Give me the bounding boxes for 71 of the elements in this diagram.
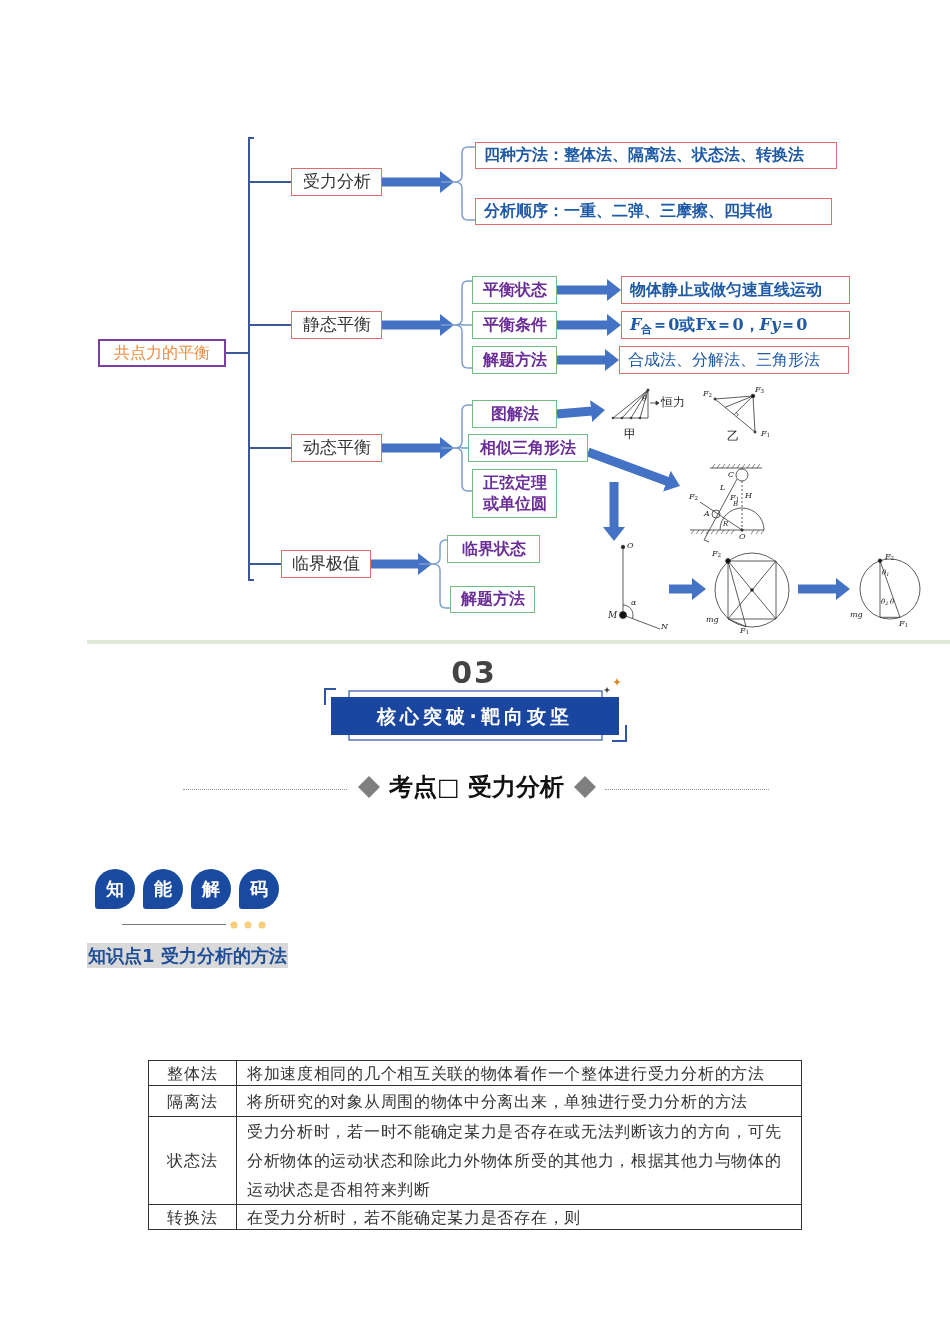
topic-box: 静态平衡 bbox=[291, 311, 382, 339]
figure-label: mg bbox=[850, 611, 863, 619]
bracket-connector bbox=[225, 137, 292, 581]
section-banner: 核心突破·靶向攻坚 bbox=[331, 697, 619, 735]
figure-label: θ bbox=[642, 395, 647, 403]
description-cell: 将所研究的对象从周围的物体中分离出来，单独进行受力分析的方法 bbox=[236, 1085, 802, 1117]
detail-box: 分析顺序：一重、二弹、三摩擦、四其他 bbox=[475, 198, 832, 225]
figure-label: L bbox=[720, 484, 726, 492]
section-heading: 考点□ 受力分析 bbox=[389, 772, 564, 802]
figure-label: F$_{3}$ bbox=[755, 386, 765, 394]
method-box: 正弦定理或单位圆 bbox=[472, 469, 557, 518]
description-cell: 将加速度相同的几个相互关联的物体看作一个整体进行受力分析的方法 bbox=[236, 1060, 802, 1086]
figure-label: 乙 bbox=[727, 430, 739, 442]
figure-label: M bbox=[608, 611, 618, 620]
detail-box: 四种方法：整体法、隔离法、状态法、转换法 bbox=[475, 142, 837, 169]
figure-label: F$_{2}$ bbox=[689, 493, 699, 501]
figure-label: 甲 bbox=[624, 428, 636, 440]
detail-box: 合成法、分解法、三角形法 bbox=[619, 346, 849, 374]
heading-badge: 码 bbox=[239, 869, 279, 909]
arrow bbox=[669, 578, 706, 600]
topic-box: 临界极值 bbox=[281, 550, 371, 578]
method-box: 图解法 bbox=[472, 400, 557, 428]
figure-label: F$_{1}$ bbox=[761, 430, 771, 438]
bracket-arrow bbox=[382, 404, 473, 492]
figure-label: F$_{2}$ bbox=[885, 553, 895, 561]
figure-label: O bbox=[627, 542, 634, 550]
method-box: 平衡条件 bbox=[472, 311, 557, 339]
bracket-arrow bbox=[382, 280, 473, 369]
figure-label: F$_{1}$ bbox=[730, 494, 740, 502]
figure-label: C bbox=[728, 471, 735, 479]
figure-label: α bbox=[631, 599, 637, 607]
method-name-cell: 转换法 bbox=[148, 1204, 237, 1230]
topic-box: 共点力的平衡 bbox=[98, 339, 226, 367]
arrow bbox=[556, 400, 605, 423]
arrow bbox=[557, 279, 621, 301]
figure-label: F$_{2}$ bbox=[703, 390, 713, 398]
figure-label: N bbox=[661, 623, 668, 631]
arrow bbox=[798, 578, 850, 600]
topic-box: 动态平衡 bbox=[291, 434, 382, 462]
section-number: 03 bbox=[451, 655, 497, 691]
bracket-arrow bbox=[382, 146, 476, 221]
method-box: 解题方法 bbox=[472, 346, 557, 374]
method-name-cell: 状态法 bbox=[148, 1116, 237, 1205]
heading-badge: 能 bbox=[143, 869, 183, 909]
heading-badge: 知 bbox=[95, 869, 135, 909]
subsection-heading: 知识点1 受力分析的方法 bbox=[87, 943, 288, 968]
figure-label: F$_{2}$ bbox=[712, 550, 722, 558]
method-name-cell: 隔离法 bbox=[148, 1085, 237, 1117]
method-name-cell: 整体法 bbox=[148, 1060, 237, 1086]
topic-box: 受力分析 bbox=[291, 168, 382, 196]
bracket-arrow bbox=[371, 539, 451, 609]
arrow bbox=[557, 349, 619, 371]
figure-label: mg bbox=[706, 616, 719, 624]
figure-label: 恒力 bbox=[661, 396, 685, 408]
heading-badge: 解 bbox=[191, 869, 231, 909]
description-cell: 受力分析时，若一时不能确定某力是否存在或无法判断该力的方向，可先分析物体的运动状态和除此力外物体所受的其他力，根据其他力与物体的运动状态是否相符来判断 bbox=[236, 1116, 802, 1205]
formula-box: F$_{合}$＝0或Fx＝0，Fy＝0 bbox=[621, 311, 850, 339]
method-box: 临界状态 bbox=[447, 535, 540, 563]
method-box: 平衡状态 bbox=[472, 276, 557, 304]
description-cell: 在受力分析时，若不能确定某力是否存在，则 bbox=[236, 1204, 802, 1230]
arrow bbox=[603, 482, 625, 541]
detail-box: 物体静止或做匀速直线运动 bbox=[621, 276, 850, 304]
figure-label: O bbox=[739, 533, 746, 541]
arrow bbox=[586, 447, 680, 492]
arrow bbox=[557, 314, 621, 336]
figure-label: H bbox=[745, 492, 752, 500]
figure-label: A bbox=[704, 510, 710, 518]
figure-label: F$_{1}$ bbox=[740, 627, 750, 635]
method-box: 相似三角形法 bbox=[468, 434, 588, 462]
method-box: 解题方法 bbox=[450, 586, 535, 613]
figure-label: F$_{1}$ bbox=[899, 620, 909, 628]
